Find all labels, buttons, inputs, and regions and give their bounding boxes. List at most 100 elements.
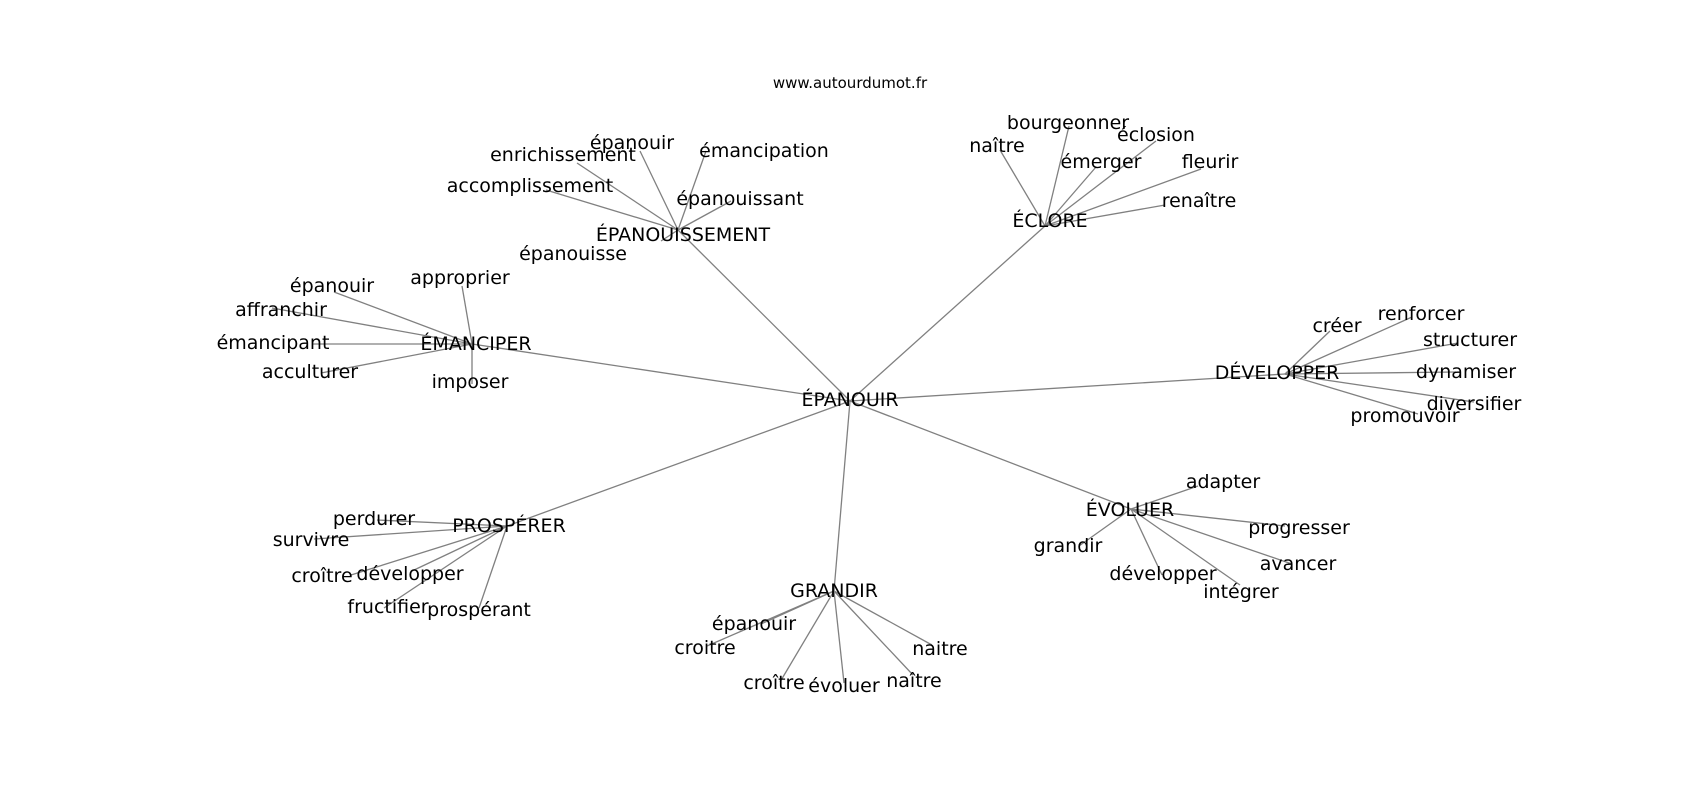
hub-leaf-edge xyxy=(576,162,679,231)
leaf-word[interactable]: croître xyxy=(291,565,352,587)
leaf-word[interactable]: évoluer xyxy=(808,675,880,697)
hub-leaf-edge xyxy=(833,590,845,684)
hub-leaf-edge xyxy=(320,343,473,374)
hub-leaf-edge xyxy=(1130,508,1163,576)
hub-leaf-edge xyxy=(376,519,508,527)
hub-leaf-edge xyxy=(999,149,1046,227)
leaf-word[interactable]: diversifier xyxy=(1427,393,1522,415)
leaf-word[interactable]: adapter xyxy=(1186,471,1261,493)
center-hub-edge xyxy=(849,225,1046,402)
leaf-word[interactable]: perdurer xyxy=(333,508,415,530)
leaf-word[interactable]: émancipation xyxy=(699,140,829,162)
hub-leaf-edge xyxy=(1130,508,1241,586)
leaf-word[interactable]: renaître xyxy=(1162,190,1237,212)
source-watermark: www.autourdumot.fr xyxy=(773,74,928,92)
hub-leaf-edge xyxy=(461,285,473,345)
leaf-word[interactable]: fleurir xyxy=(1182,151,1239,173)
leaf-word[interactable]: naître xyxy=(886,670,942,692)
hub-leaf-edge xyxy=(1044,204,1166,227)
hub-leaf-edge xyxy=(1284,371,1457,375)
hub-word[interactable]: PROSPÉRER xyxy=(452,514,566,537)
leaf-word[interactable]: promouvoir xyxy=(1350,405,1459,427)
hub-leaf-edge xyxy=(1284,330,1331,375)
leaf-word[interactable]: épanouissant xyxy=(676,188,803,210)
hub-leaf-edge xyxy=(478,525,508,609)
leaf-word[interactable]: émerger xyxy=(1061,151,1142,173)
hub-leaf-edge xyxy=(313,525,508,540)
hub-word[interactable]: ÉVOLUER xyxy=(1086,498,1174,521)
hub-leaf-edge xyxy=(1130,485,1199,510)
leaf-word[interactable]: créer xyxy=(1312,315,1361,337)
leaf-word[interactable]: survivre xyxy=(273,529,350,551)
hub-leaf-edge xyxy=(1284,373,1475,403)
leaf-word[interactable]: épanouir xyxy=(590,132,674,154)
leaf-word[interactable]: renforcer xyxy=(1378,303,1465,325)
graph-labels: www.autourdumot.fr ÉPANOUIR épanouir éman… xyxy=(217,74,1522,697)
leaf-word[interactable]: émancipant xyxy=(217,332,330,354)
hub-leaf-edge xyxy=(1130,508,1293,565)
hub-leaf-edge xyxy=(271,307,473,345)
hub-leaf-edge xyxy=(1044,125,1070,227)
leaf-word[interactable]: fructifier xyxy=(347,596,428,618)
hub-leaf-edge xyxy=(333,291,473,345)
hub-leaf-edge xyxy=(1284,316,1413,375)
hub-leaf-edge xyxy=(677,150,707,231)
leaf-word[interactable]: avancer xyxy=(1260,553,1337,575)
leaf-word[interactable]: acculturer xyxy=(262,361,358,383)
leaf-word[interactable]: grandir xyxy=(1034,535,1103,557)
leaf-word[interactable]: naître xyxy=(969,135,1025,157)
leaf-word[interactable]: accomplissement xyxy=(447,175,613,197)
leaf-word[interactable]: naitre xyxy=(912,638,968,660)
hub-leaf-edge xyxy=(1284,342,1459,375)
hub-leaf-edge xyxy=(411,525,508,572)
center-hub-edge xyxy=(506,400,851,527)
hub-leaf-edge xyxy=(1130,508,1286,527)
hub-leaf-edge xyxy=(1044,166,1097,227)
hub-leaf-edge xyxy=(833,590,914,676)
leaf-word[interactable]: épanouisse xyxy=(519,243,627,265)
center-hub-edge xyxy=(833,400,851,592)
hub-word[interactable]: ÉCLORE xyxy=(1012,209,1087,232)
leaf-word[interactable]: croitre xyxy=(674,637,735,659)
leaf-word[interactable]: prospérant xyxy=(427,599,531,621)
center-word[interactable]: ÉPANOUIR xyxy=(801,388,898,411)
hub-leaf-edge xyxy=(1078,508,1132,547)
leaf-word[interactable]: approprier xyxy=(410,267,510,289)
leaf-word[interactable]: développer xyxy=(1109,563,1216,585)
hub-leaf-edge xyxy=(545,189,679,231)
leaf-word[interactable]: imposer xyxy=(432,371,509,393)
hub-word[interactable]: DÉVELOPPER xyxy=(1215,361,1340,384)
hub-leaf-edge xyxy=(706,590,835,647)
leaf-word[interactable]: intégrer xyxy=(1203,581,1279,603)
leaf-word[interactable]: bourgeonner xyxy=(1007,112,1129,134)
hub-leaf-edge xyxy=(677,200,732,231)
hub-leaf-edge xyxy=(833,590,933,646)
leaf-word[interactable]: croître xyxy=(743,672,804,694)
leaf-word[interactable]: développer xyxy=(356,563,463,585)
hub-leaf-edge xyxy=(639,150,679,231)
hub-word[interactable]: ÉMANCIPER xyxy=(420,332,531,355)
leaf-word[interactable]: dynamiser xyxy=(1416,361,1516,383)
hub-leaf-edge xyxy=(779,590,835,683)
hub-leaf-edge xyxy=(383,525,508,609)
leaf-word[interactable]: progresser xyxy=(1248,517,1350,539)
leaf-word[interactable]: structurer xyxy=(1423,329,1517,351)
leaf-word[interactable]: épanouir xyxy=(712,613,796,635)
center-hub-edge xyxy=(471,343,851,402)
leaf-word[interactable]: affranchir xyxy=(235,299,327,321)
center-hub-edge xyxy=(849,400,1132,510)
hub-leaf-edge xyxy=(1044,140,1157,227)
leaf-word[interactable]: éclosion xyxy=(1117,124,1195,146)
center-hub-edge xyxy=(849,373,1286,402)
leaf-word[interactable]: épanouir xyxy=(290,275,374,297)
hub-leaf-edge xyxy=(1284,373,1419,415)
leaf-word[interactable]: enrichissement xyxy=(490,144,636,166)
hub-leaf-edge xyxy=(1044,168,1202,227)
hub-word[interactable]: ÉPANOUISSEMENT xyxy=(596,223,771,246)
hub-leaf-edge xyxy=(350,525,508,576)
center-hub-edge xyxy=(677,229,851,402)
graph-edges xyxy=(271,125,1475,684)
hub-leaf-edge xyxy=(660,229,679,242)
hub-word[interactable]: GRANDIR xyxy=(790,580,878,602)
